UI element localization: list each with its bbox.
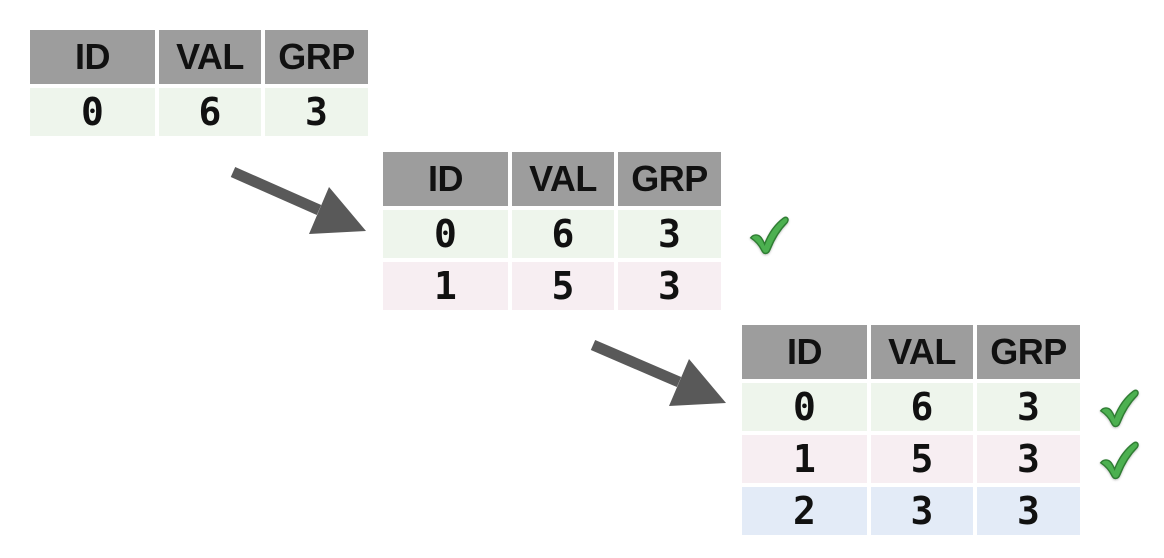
- table-cell: 3: [265, 88, 368, 136]
- table-cell: 0: [383, 210, 508, 258]
- column-header-grp: GRP: [977, 325, 1080, 379]
- checkmark-icon: [1094, 436, 1140, 482]
- table-cell: 5: [871, 435, 973, 483]
- table-cell: 2: [742, 487, 867, 535]
- table-cell: 3: [977, 435, 1080, 483]
- column-header-id: ID: [742, 325, 867, 379]
- table-cell: 3: [618, 210, 721, 258]
- table-step-3: ID VAL GRP 0 6 3 1 5 3 2 3 3: [742, 325, 1080, 535]
- table-cell: 3: [977, 487, 1080, 535]
- table-cell: 1: [742, 435, 867, 483]
- diagonal-arrow-icon: [230, 166, 366, 234]
- table-cell: 1: [383, 262, 508, 310]
- column-header-grp: GRP: [618, 152, 721, 206]
- checkmark-icon: [744, 211, 790, 257]
- table-step-1: ID VAL GRP 0 6 3: [30, 30, 368, 136]
- column-header-val: VAL: [871, 325, 973, 379]
- table-cell: 6: [159, 88, 261, 136]
- column-header-id: ID: [30, 30, 155, 84]
- table-cell: 0: [742, 383, 867, 431]
- column-header-val: VAL: [512, 152, 614, 206]
- column-header-grp: GRP: [265, 30, 368, 84]
- table-cell: 5: [512, 262, 614, 310]
- column-header-val: VAL: [159, 30, 261, 84]
- checkmark-icon: [1094, 384, 1140, 430]
- table-step-2: ID VAL GRP 0 6 3 1 5 3: [383, 152, 721, 310]
- table-cell: 3: [977, 383, 1080, 431]
- table-cell: 3: [618, 262, 721, 310]
- table-cell: 6: [512, 210, 614, 258]
- diagonal-arrow-icon: [590, 339, 726, 406]
- table-cell: 3: [871, 487, 973, 535]
- column-header-id: ID: [383, 152, 508, 206]
- table-cell: 6: [871, 383, 973, 431]
- table-cell: 0: [30, 88, 155, 136]
